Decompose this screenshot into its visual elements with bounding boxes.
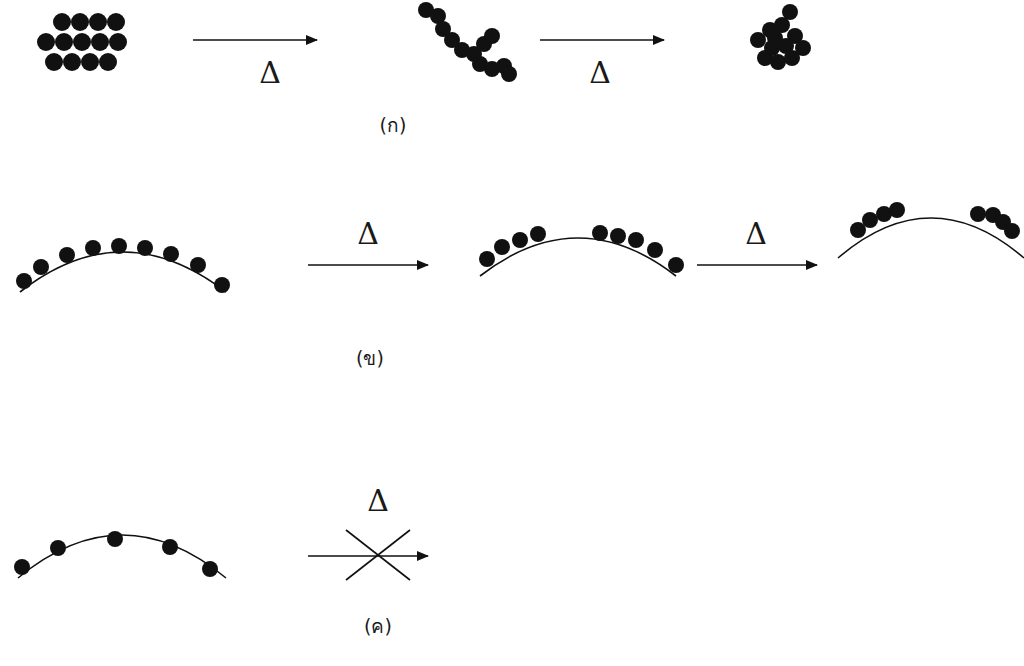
- heat-symbol: Δ: [745, 217, 767, 250]
- part-label: (ค): [364, 616, 392, 637]
- heat-symbol: Δ: [259, 56, 281, 89]
- part-label: (ก): [380, 115, 407, 136]
- part-label: (ข): [356, 348, 384, 369]
- heat-symbol: Δ: [357, 217, 379, 250]
- heat-symbol: Δ: [589, 56, 611, 89]
- heat-symbol: Δ: [367, 484, 389, 517]
